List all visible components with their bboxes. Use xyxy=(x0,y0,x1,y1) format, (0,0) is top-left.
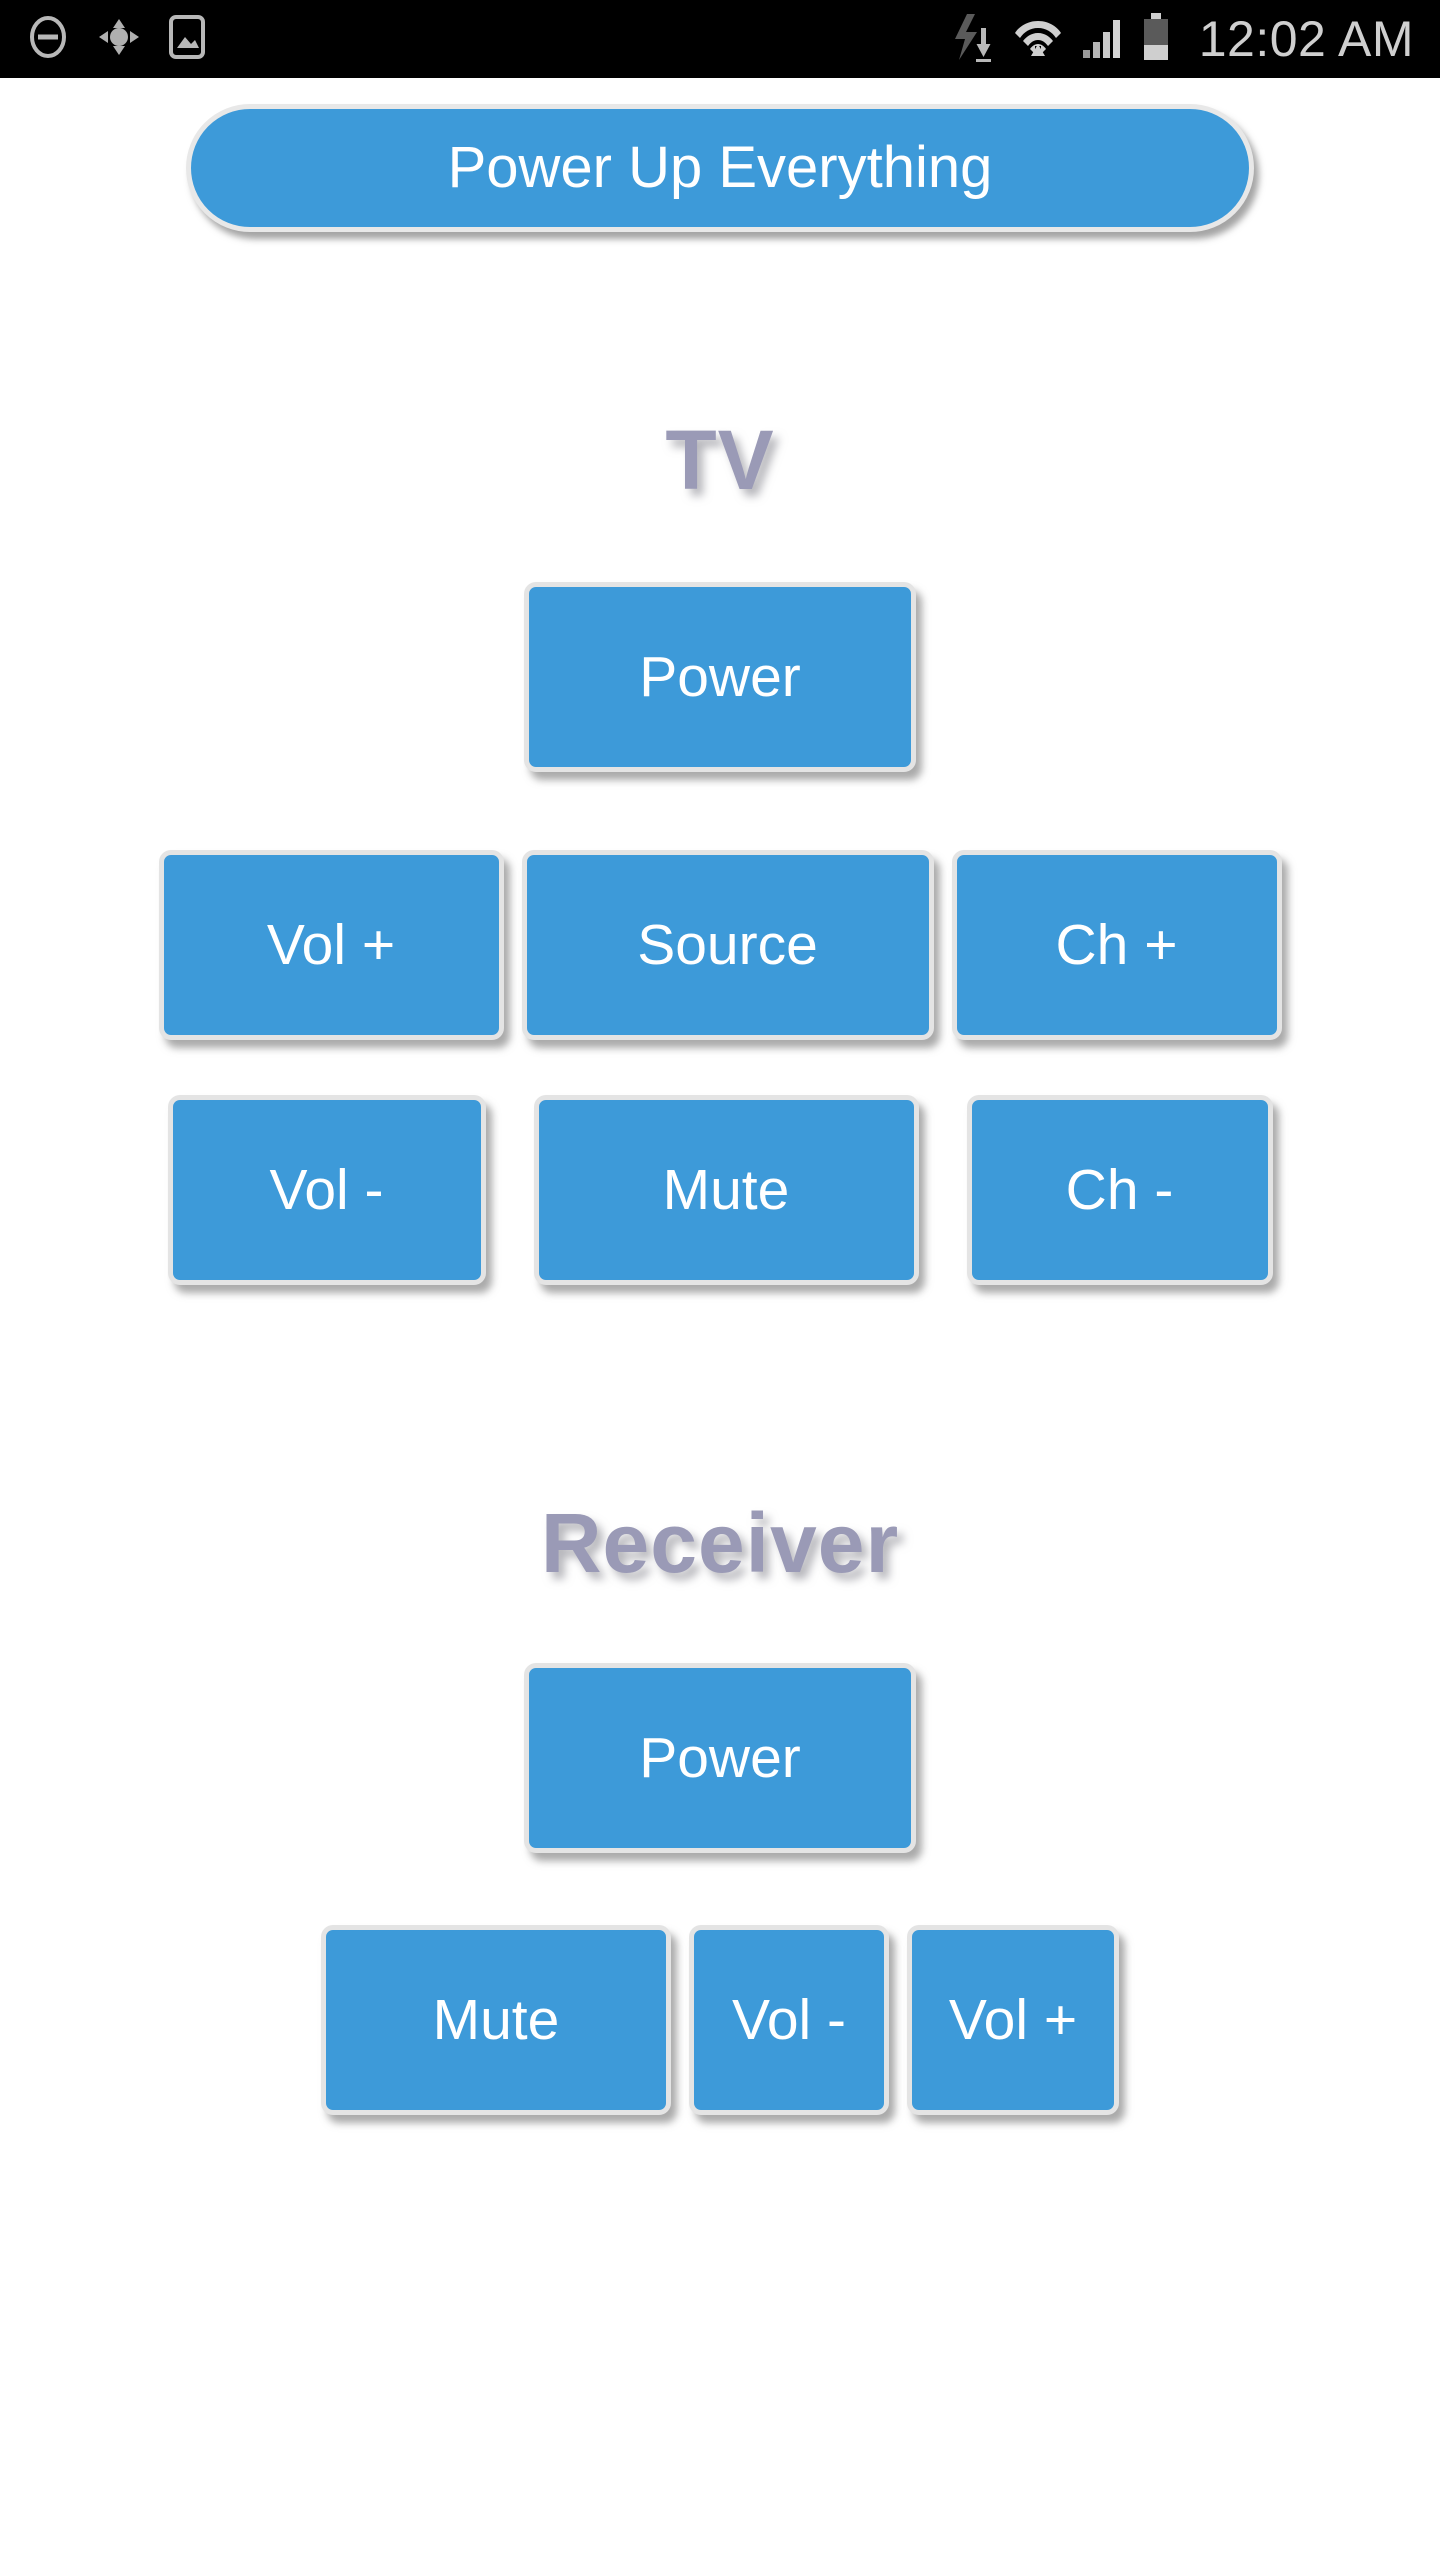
section-title-tv: TV xyxy=(665,413,775,507)
wifi-upload-icon xyxy=(1013,12,1063,67)
receiver-power-button[interactable]: Power xyxy=(524,1663,916,1853)
tv-mute-button[interactable]: Mute xyxy=(533,1095,919,1285)
receiver-volume-down-button[interactable]: Vol - xyxy=(689,1925,889,2115)
tv-source-button[interactable]: Source xyxy=(521,850,934,1040)
download-bolt-icon xyxy=(951,12,995,67)
tv-volume-down-button[interactable]: Vol - xyxy=(167,1095,486,1285)
cellular-signal-icon xyxy=(1081,14,1123,65)
receiver-power-row: Power xyxy=(0,1663,1440,1853)
dpad-navigation-icon xyxy=(96,15,142,64)
status-bar-left-icons xyxy=(26,14,206,65)
do-not-disturb-icon xyxy=(26,15,70,64)
receiver-mute-button[interactable]: Mute xyxy=(321,1925,671,2115)
tv-channel-down-button[interactable]: Ch - xyxy=(966,1095,1273,1285)
power-up-everything-button[interactable]: Power Up Everything xyxy=(186,104,1254,232)
tv-volume-up-button[interactable]: Vol + xyxy=(158,850,504,1040)
status-bar: 12:02 AM xyxy=(0,0,1440,78)
tv-channel-up-button[interactable]: Ch + xyxy=(951,850,1282,1040)
receiver-row-1: Mute Vol - Vol + xyxy=(0,1925,1440,2115)
photo-gallery-icon xyxy=(168,14,206,65)
remote-control-screen: Power Up Everything TV Power Vol + Sourc… xyxy=(0,78,1440,2560)
battery-icon xyxy=(1141,12,1171,67)
tv-power-button[interactable]: Power xyxy=(524,582,916,772)
section-title-receiver: Receiver xyxy=(540,1496,900,1590)
tv-row-1: Vol + Source Ch + xyxy=(0,850,1440,1040)
receiver-volume-up-button[interactable]: Vol + xyxy=(907,1925,1119,2115)
tv-row-2: Vol - Mute Ch - xyxy=(0,1095,1440,1285)
status-bar-clock: 12:02 AM xyxy=(1198,11,1414,67)
status-bar-right-icons: 12:02 AM xyxy=(951,12,1414,67)
tv-power-row: Power xyxy=(0,582,1440,772)
master-power-row: Power Up Everything xyxy=(0,78,1440,232)
